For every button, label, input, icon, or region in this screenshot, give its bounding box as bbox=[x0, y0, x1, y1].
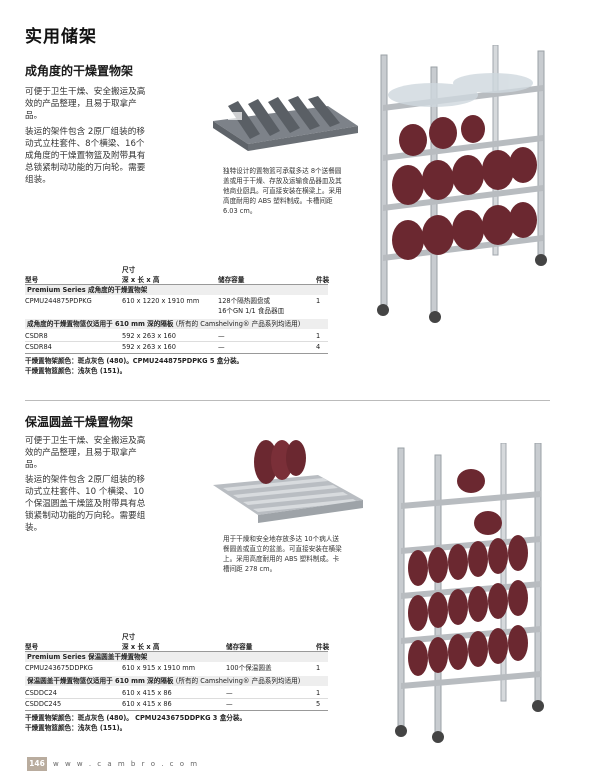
t2-r3-size: 610 x 415 x 86 bbox=[122, 700, 172, 708]
t2-r2-pack: 1 bbox=[316, 689, 321, 697]
section1-para1: 可便于卫生干燥、安全搬运及高效的产品整理，且易于取拿产品。 bbox=[25, 87, 146, 121]
section2-foot2: 干燥置物篮颜色：浅灰色 (151)。 bbox=[25, 724, 127, 732]
t1-cat2-title: 成角度的干燥置物篮仅适用于 610 mm 深的隔板 bbox=[27, 320, 174, 328]
page-number: 146 bbox=[27, 757, 47, 771]
angled-drying-basket-image bbox=[213, 96, 358, 151]
section1-foot2: 干燥置物篮颜色：浅灰色 (151)。 bbox=[25, 367, 127, 375]
table-row: CPMU243675DDPKG 610 x 915 x 1910 mm 100个… bbox=[25, 663, 328, 673]
t2-r3-capacity: — bbox=[226, 700, 233, 708]
t1-r3-capacity: — bbox=[218, 343, 225, 351]
table-row: CSDDC24 610 x 415 x 86 — 1 bbox=[25, 688, 328, 698]
t2-r2-size: 610 x 415 x 86 bbox=[122, 689, 172, 697]
table-row: CSDR84 592 x 263 x 160 — 4 bbox=[25, 342, 328, 352]
t2-r2-model: CSDDC24 bbox=[25, 689, 57, 697]
t1-col-model: 型号 bbox=[25, 276, 39, 284]
section2-para2: 装运的架件包含 2原厂组装的移动式立柱套件、10 个横梁、10 个保温圆盖干燥篮… bbox=[25, 475, 146, 533]
t2-cat2-title: 保温圆盖干燥置物篮仅适用于 610 mm 深的隔板 bbox=[27, 677, 174, 685]
t1-r1-size: 610 x 1220 x 1910 mm bbox=[122, 297, 200, 305]
section1-para2: 装运的架件包含 2原厂组装的移动式立柱套件、8个横梁、16个成角度的干燥置物篮及… bbox=[25, 127, 146, 185]
dome-drying-rack-image bbox=[395, 443, 544, 743]
t2-col-size-dims: 深 x 长 x 高 bbox=[122, 643, 160, 651]
table-row: 16个GN 1/1 食品器皿 bbox=[25, 306, 328, 316]
t1-cat2-note: (所有的 Camshelving® 产品系列均适用) bbox=[175, 320, 301, 328]
t2-category-rack: Premium Series 保温圆盖干燥置物架 bbox=[25, 652, 328, 662]
t2-r1-capacity: 100个保温圆盖 bbox=[226, 664, 272, 672]
t2-r1-size: 610 x 915 x 1910 mm bbox=[122, 664, 196, 672]
t1-r2-model: CSDR8 bbox=[25, 332, 48, 340]
section1-note: 独特设计的置物篮可承载多达 8个送餐圆盖或用于干燥、存放及运输食品器皿及其他商业… bbox=[223, 167, 342, 215]
t2-r1-pack: 1 bbox=[316, 664, 321, 672]
table-row: CSDDC245 610 x 415 x 86 — 5 bbox=[25, 699, 328, 709]
section1-foot1: 干燥置物架颜色：斑点灰色 (480)。CPMU244875PDPKG 5 盒分装… bbox=[25, 357, 244, 365]
t1-r3-model: CSDR84 bbox=[25, 343, 52, 351]
table-row: CPMU244875PDPKG 610 x 1220 x 1910 mm 128… bbox=[25, 296, 328, 306]
angled-drying-rack-image bbox=[377, 45, 547, 323]
t2-r2-capacity: — bbox=[226, 689, 233, 697]
section1-title: 成角度的干燥置物架 bbox=[25, 64, 134, 78]
t2-r3-pack: 5 bbox=[316, 700, 321, 708]
t1-r1-model: CPMU244875PDPKG bbox=[25, 297, 92, 305]
t1-r2-size: 592 x 263 x 160 bbox=[122, 332, 176, 340]
table-row: CSDR8 592 x 263 x 160 — 1 bbox=[25, 331, 328, 341]
t2-r1-model: CPMU243675DDPKG bbox=[25, 664, 93, 672]
section2-foot1: 干燥置物架颜色：斑点灰色 (480)。 CPMU243675DDPKG 3 盒分… bbox=[25, 714, 247, 722]
t2-col-model: 型号 bbox=[25, 643, 39, 651]
t1-r1-capacity: 128个隔热圆盘或 bbox=[218, 297, 271, 305]
section2-para1: 可便于卫生干燥、安全搬运及高效的产品整理，且易于取拿产品。 bbox=[25, 436, 146, 470]
dome-drying-basket-image bbox=[213, 440, 363, 523]
t1-r2-pack: 1 bbox=[316, 332, 321, 340]
t1-col-size-dims: 深 x 长 x 高 bbox=[122, 276, 160, 284]
t1-r1-capacity-2: 16个GN 1/1 食品器皿 bbox=[218, 307, 285, 315]
t1-category-basket: 成角度的干燥置物篮仅适用于 610 mm 深的隔板 (所有的 Camshelvi… bbox=[25, 319, 328, 329]
t1-r2-capacity: — bbox=[218, 332, 225, 340]
t1-col-capacity: 储存容量 bbox=[218, 276, 245, 284]
t2-col-capacity: 储存容量 bbox=[226, 643, 253, 651]
section2-note: 用于干燥和安全地存放多达 10个病人送餐圆盖或直立的盆盖。可直接安装在横梁上。采… bbox=[223, 535, 342, 573]
t2-col-pack: 件装 bbox=[316, 643, 330, 651]
t2-cat2-note: (所有的 Camshelving® 产品系列均适用) bbox=[175, 677, 301, 685]
page-title: 实用储架 bbox=[25, 27, 97, 47]
t2-category-basket: 保温圆盖干燥置物篮仅适用于 610 mm 深的隔板 (所有的 Camshelvi… bbox=[25, 676, 328, 686]
t1-r1-pack: 1 bbox=[316, 297, 321, 305]
website-url[interactable]: w w w . c a m b r o . c o m bbox=[53, 760, 200, 768]
t2-col-size: 尺寸 bbox=[122, 633, 136, 641]
t1-col-size: 尺寸 bbox=[122, 266, 136, 274]
t1-category-rack: Premium Series 成角度的干燥置物架 bbox=[25, 285, 328, 295]
t1-r3-pack: 4 bbox=[316, 343, 321, 351]
t1-r3-size: 592 x 263 x 160 bbox=[122, 343, 176, 351]
section2-title: 保温圆盖干燥置物架 bbox=[25, 415, 134, 429]
t1-col-pack: 件装 bbox=[316, 276, 330, 284]
t2-r3-model: CSDDC245 bbox=[25, 700, 62, 708]
